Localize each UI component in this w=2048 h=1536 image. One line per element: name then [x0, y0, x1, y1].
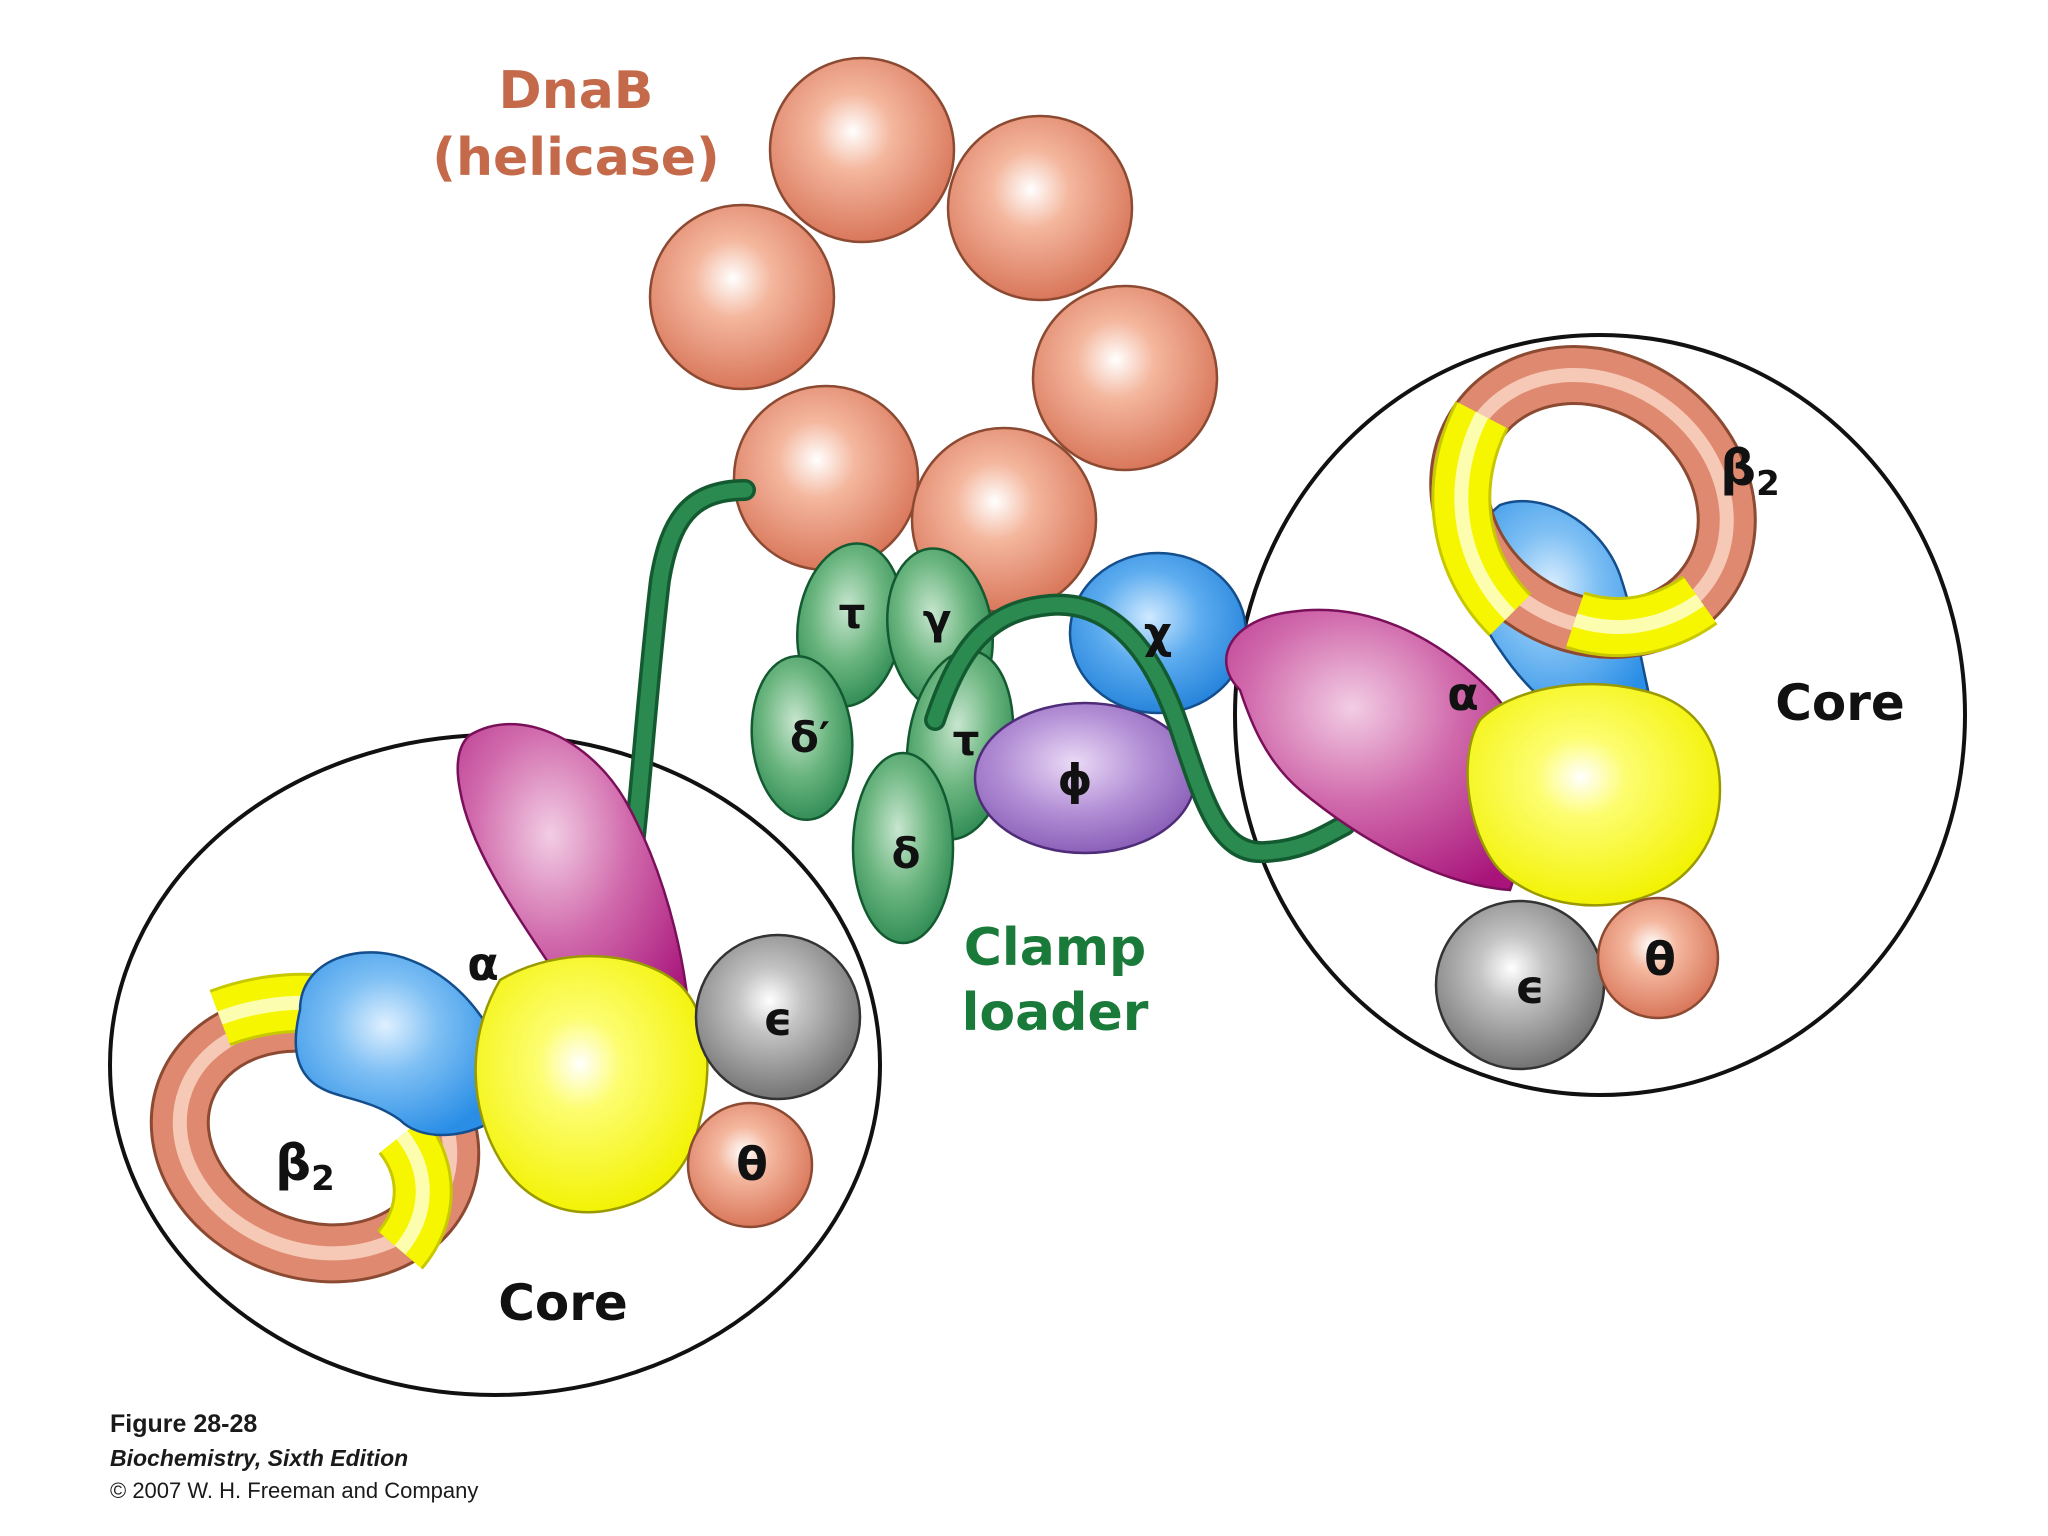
theta-subunit-left [686, 1101, 814, 1229]
chi-label: χ [1144, 608, 1172, 659]
beta2-label-left: β2 [275, 1134, 334, 1199]
delta-label: δ [892, 829, 921, 878]
helicase-subunit [768, 56, 956, 244]
dnab-label-line2: (helicase) [432, 128, 720, 188]
tau-label-bottom: τ [953, 716, 980, 765]
copyright-notice: © 2007 W. H. Freeman and Company [110, 1478, 479, 1503]
tau-tether-right-core [927, 597, 1353, 860]
clamp-loader-label-line1: Clamp [964, 918, 1146, 978]
theta-label-left: θ [736, 1137, 768, 1191]
tau-label-top: τ [839, 589, 866, 638]
phi-label: ϕ [1057, 755, 1092, 806]
alpha-tail-left [294, 951, 497, 1137]
epsilon-label-left: ϵ [763, 992, 793, 1046]
theta-label-right: θ [1644, 932, 1676, 986]
helicase-subunit [946, 114, 1134, 302]
gamma-label: γ [923, 595, 952, 644]
right-core-outline [1233, 333, 1967, 1097]
alpha-core-right [1466, 682, 1722, 907]
clamp-loader-label-line2: loader [962, 983, 1149, 1043]
alpha-label-left: α [467, 937, 499, 991]
alpha-label-right: α [1447, 667, 1479, 721]
helicase-subunit [732, 384, 920, 572]
helicase-subunit [648, 203, 836, 391]
alpha-core-left [474, 954, 709, 1214]
delta-prime-label: δ′ [790, 713, 830, 762]
dnab-label-line1: DnaB [499, 61, 654, 121]
delta-prime-subunit [750, 654, 854, 822]
delta-subunit [851, 751, 955, 945]
core-label-right: Core [1775, 674, 1905, 732]
dnab-helicase [648, 56, 1219, 614]
clamp-loader [750, 542, 1015, 945]
right-core [1224, 345, 1757, 1071]
core-label-left: Core [498, 1274, 628, 1332]
left-core [149, 722, 862, 1284]
theta-subunit-right [1596, 896, 1720, 1020]
epsilon-label-right: ϵ [1515, 960, 1545, 1014]
figure-number: Figure 28-28 [110, 1410, 258, 1438]
tau-tether-left-core [624, 482, 753, 870]
helicase-subunit [1031, 284, 1219, 472]
epsilon-subunit-left [694, 933, 862, 1101]
beta2-label-right: β2 [1720, 439, 1779, 504]
book-title: Biochemistry, Sixth Edition [110, 1445, 409, 1471]
